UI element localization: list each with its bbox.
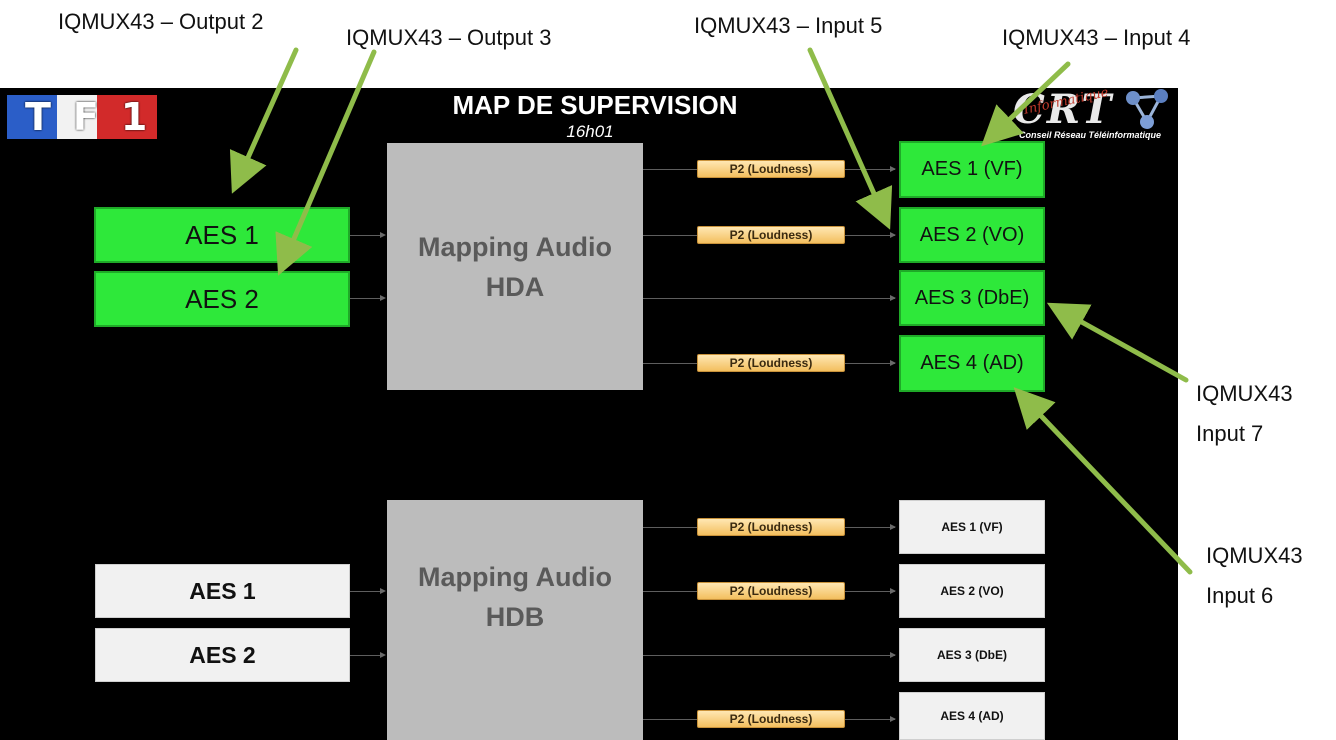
hda-output-aes4-ad[interactable]: AES 4 (AD) <box>899 335 1045 392</box>
mapping-audio-hdb[interactable]: Mapping Audio HDB <box>387 500 643 740</box>
crt-logo: CRT Informatique Conseil Réseau Téléinfo… <box>1005 88 1175 144</box>
annotation-input-6-line2: Input 6 <box>1206 583 1274 608</box>
crt-logo-subtitle: Conseil Réseau Téléinformatique <box>1019 130 1162 140</box>
hdb-output-aes1-vf[interactable]: AES 1 (VF) <box>899 500 1045 554</box>
hda-input-aes2[interactable]: AES 2 <box>94 271 350 327</box>
annotation-input-4: IQMUX43 – Input 4 <box>1002 25 1191 50</box>
annotation-input-6: IQMUX43 Input 6 <box>1206 536 1336 616</box>
hda-loudness-processor-4: P2 (Loudness) <box>697 354 845 372</box>
page-title-text: MAP DE SUPERVISION <box>452 90 738 120</box>
annotation-input-7-line1: IQMUX43 <box>1196 381 1293 406</box>
hda-input-aes1[interactable]: AES 1 <box>94 207 350 263</box>
hda-output-aes2-vo[interactable]: AES 2 (VO) <box>899 207 1045 263</box>
hdb-input-aes1[interactable]: AES 1 <box>95 564 350 618</box>
mapping-audio-hda[interactable]: Mapping Audio HDA <box>387 143 643 390</box>
mapping-hda-line1: Mapping Audio <box>418 231 612 262</box>
hdb-loudness-processor-4: P2 (Loudness) <box>697 710 845 728</box>
annotation-input-7-line2: Input 7 <box>1196 421 1264 446</box>
hda-loudness-processor-1: P2 (Loudness) <box>697 160 845 178</box>
annotation-input-7: IQMUX43 Input 7 <box>1196 374 1336 454</box>
annotation-input-6-line1: IQMUX43 <box>1206 543 1303 568</box>
hda-output-aes3-dbe[interactable]: AES 3 (DbE) <box>899 270 1045 326</box>
annotation-input-5: IQMUX43 – Input 5 <box>694 13 883 38</box>
clock-time: 16h01 <box>566 122 614 141</box>
hdb-loudness-processor-1: P2 (Loudness) <box>697 518 845 536</box>
supervision-screen: TF1 MAP DE SUPERVISION 16h01 CRT Informa… <box>0 88 1178 740</box>
hdb-output-aes4-ad[interactable]: AES 4 (AD) <box>899 692 1045 740</box>
network-molecule-icon <box>1126 89 1168 129</box>
mapping-hdb-line1: Mapping Audio <box>418 562 612 592</box>
tf1-logo: TF1 <box>7 95 157 139</box>
hdb-output-aes2-vo[interactable]: AES 2 (VO) <box>899 564 1045 618</box>
page-title: MAP DE SUPERVISION <box>0 90 1178 121</box>
mapping-hda-line2: HDA <box>485 271 545 302</box>
hdb-output-aes3-dbe[interactable]: AES 3 (DbE) <box>899 628 1045 682</box>
hda-loudness-processor-2: P2 (Loudness) <box>697 226 845 244</box>
mapping-hdb-line2: HDB <box>485 602 545 632</box>
annotation-output-3: IQMUX43 – Output 3 <box>346 25 552 50</box>
tf1-logo-text: TF1 <box>25 95 170 139</box>
hdb-loudness-processor-2: P2 (Loudness) <box>697 582 845 600</box>
hdb-input-aes2[interactable]: AES 2 <box>95 628 350 682</box>
hda-output-aes1-vf[interactable]: AES 1 (VF) <box>899 141 1045 198</box>
annotation-output-2: IQMUX43 – Output 2 <box>58 9 264 34</box>
